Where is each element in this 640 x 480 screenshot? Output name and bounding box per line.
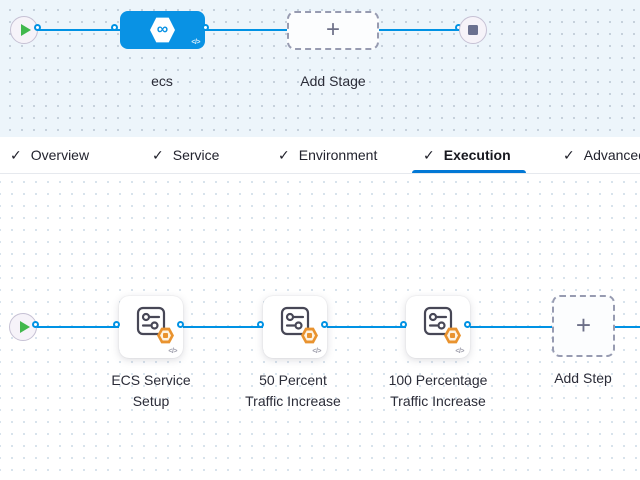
yaml-toggle-icon[interactable]: </> [168,348,177,355]
tab-service[interactable]: ✓ Service [152,137,219,173]
port-dot[interactable] [113,321,120,328]
play-icon [20,24,31,36]
check-icon: ✓ [563,146,575,163]
play-icon [19,321,30,333]
port-dot[interactable] [257,321,264,328]
step-card-50-percent[interactable]: </> [263,296,327,358]
pipeline-start-node[interactable] [10,16,38,44]
stop-icon [468,25,478,35]
pipeline-end-node[interactable] [459,16,487,44]
port-dot[interactable] [400,321,407,328]
check-icon: ✓ [152,146,164,163]
tab-label: Service [172,147,220,163]
step-connector-line [23,326,640,328]
tab-label: Advanced [583,147,640,163]
sliders-icon [423,306,453,336]
harness-cd-icon: ∞ [150,17,175,43]
step-label-line: ECS Service [111,372,191,388]
tab-label: Overview [30,147,90,163]
tab-label: Execution [443,147,511,163]
step-label-line: 50 Percent [259,372,327,388]
stage-connector-line [24,29,473,31]
step-label: 100 Percentage Traffic Increase [368,370,508,412]
port-dot[interactable] [34,24,41,31]
step-label-line: Traffic Increase [245,393,341,409]
step-card-100-percentage[interactable]: </> [406,296,470,358]
step-label: 50 Percent Traffic Increase [223,370,363,412]
plus-icon: + [325,15,340,43]
step-card-ecs-service-setup[interactable]: </> [119,296,183,358]
tab-label: Environment [298,147,378,163]
stage-label: ecs [151,73,173,89]
tab-advanced[interactable]: ✓ Advanced [563,137,640,173]
add-stage-label: Add Stage [300,73,366,89]
port-dot[interactable] [202,24,209,31]
stage-node-ecs[interactable]: ∞ </> [120,11,205,49]
sliders-icon [280,306,310,336]
plus-icon: + [575,310,592,340]
tab-execution[interactable]: ✓ Execution [412,137,526,173]
port-dot[interactable] [177,321,184,328]
port-dot[interactable] [464,321,471,328]
step-type-icon [278,304,318,344]
tab-overview[interactable]: ✓ Overview [10,137,89,173]
active-tab-underline [412,169,526,173]
step-label: ECS Service Setup [81,370,221,412]
yaml-toggle-icon[interactable]: </> [455,348,464,355]
step-label-line: 100 Percentage [388,372,488,388]
infinity-glyph: ∞ [156,21,169,38]
check-icon: ✓ [423,146,435,163]
add-step-button[interactable]: + [552,295,615,357]
port-dot[interactable] [321,321,328,328]
step-label-line: Traffic Increase [390,393,486,409]
stage-canvas[interactable]: ∞ </> + ecs Add Stage [0,0,640,137]
ecs-badge-icon [157,327,174,344]
stage-config-tabbar: ✓ Overview ✓ Service ✓ Environment ✓ Exe… [0,137,640,174]
execution-canvas[interactable]: </> </> [0,174,640,480]
sliders-icon [136,306,166,336]
yaml-toggle-icon[interactable]: </> [191,39,200,46]
port-dot[interactable] [32,321,39,328]
yaml-toggle-icon[interactable]: </> [312,348,321,355]
step-type-icon [134,304,174,344]
step-label-line: Setup [132,393,170,409]
tab-environment[interactable]: ✓ Environment [278,137,377,173]
ecs-badge-icon [301,327,318,344]
check-icon: ✓ [278,146,290,163]
ecs-badge-icon [444,327,461,344]
step-type-icon [421,304,461,344]
port-dot[interactable] [111,24,118,31]
add-step-label: Add Step [554,370,612,386]
check-icon: ✓ [10,146,22,163]
add-stage-button[interactable]: + [287,11,379,50]
